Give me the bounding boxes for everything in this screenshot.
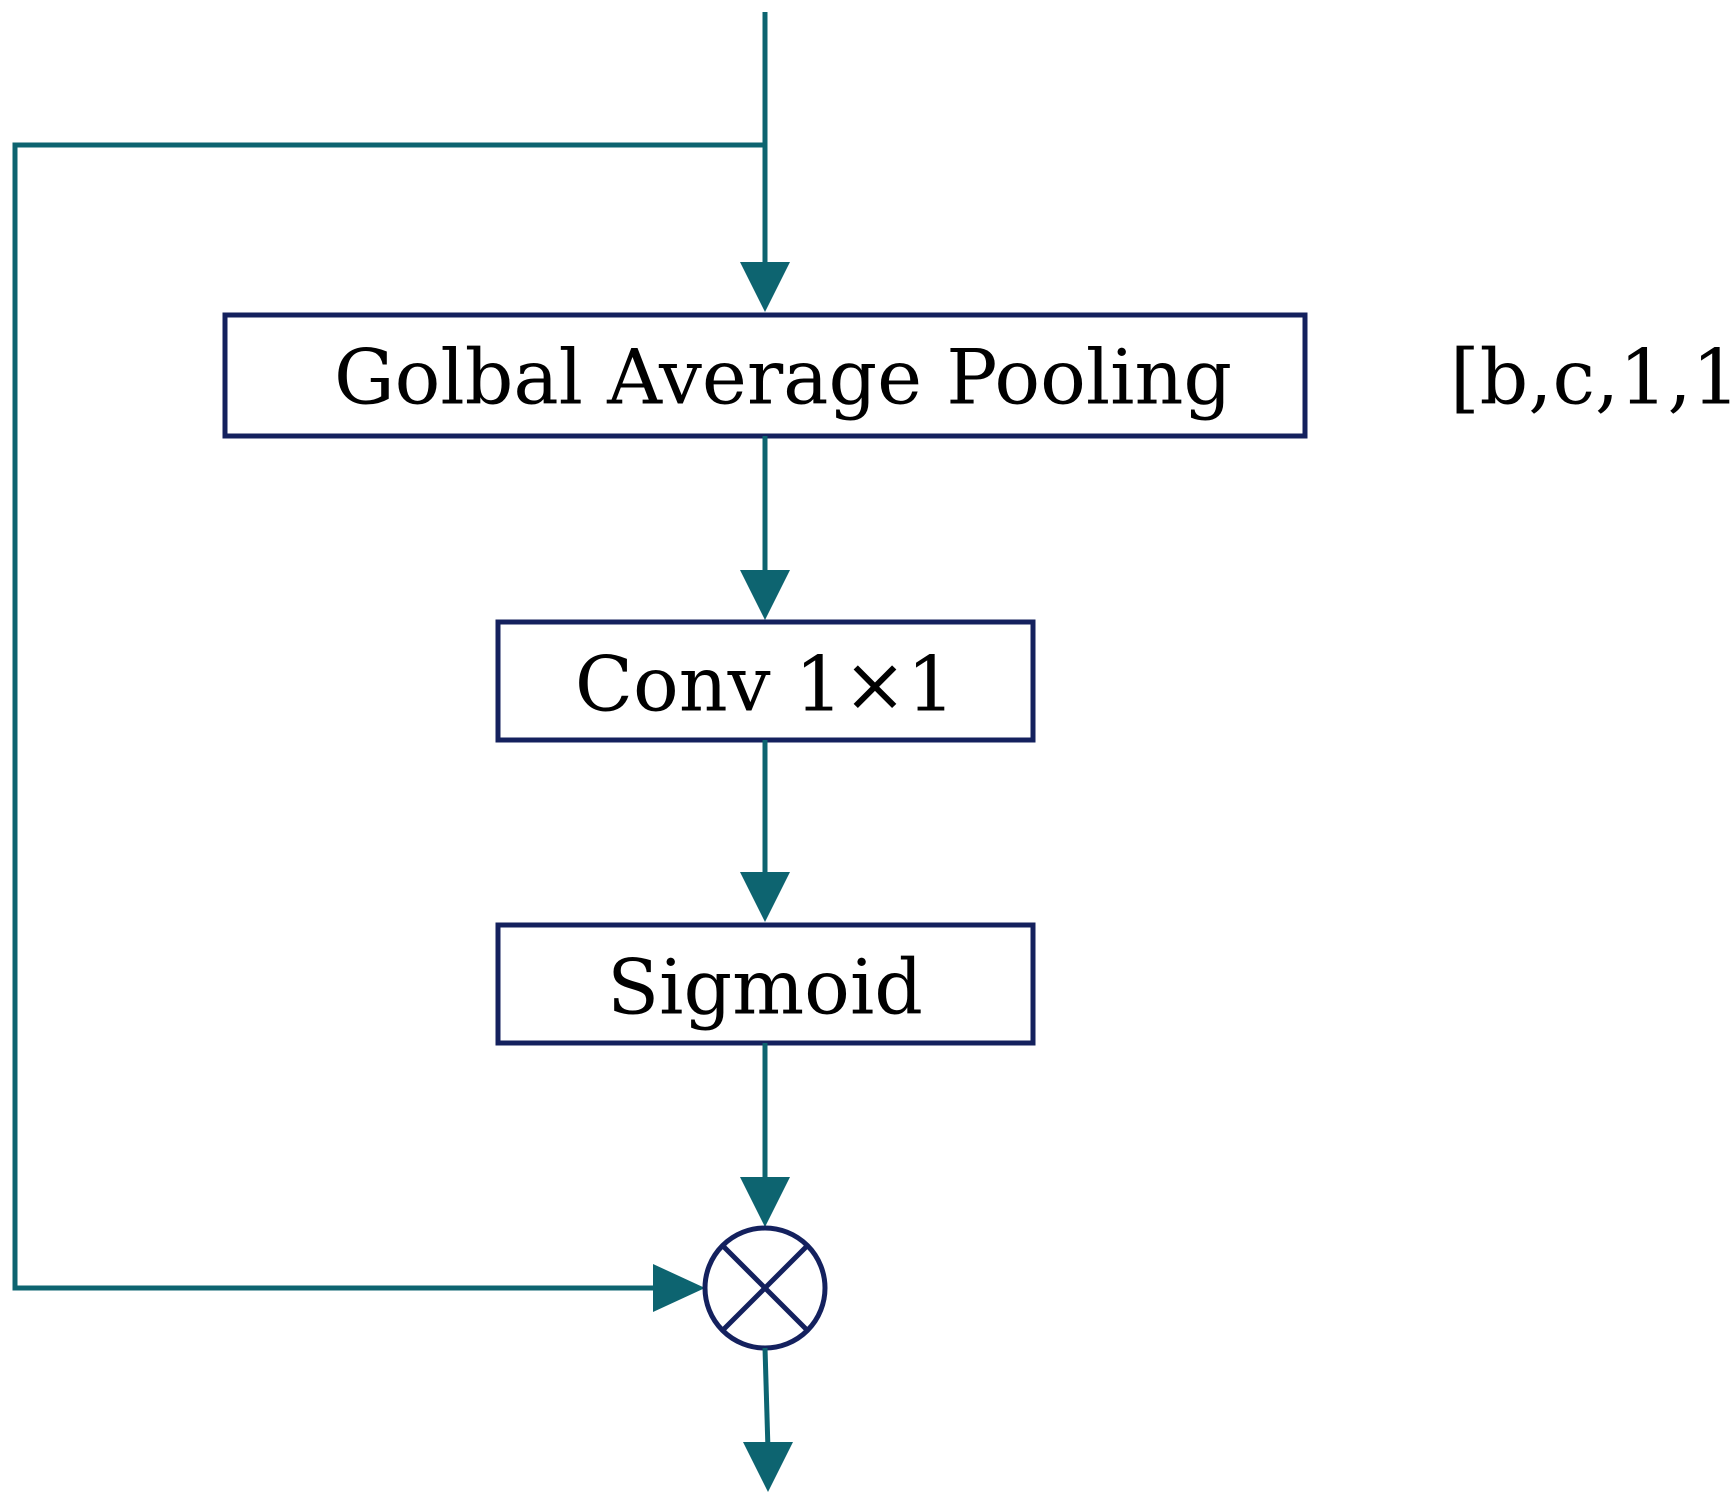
output-line <box>762 1347 771 1451</box>
multiply-icon <box>702 1225 828 1351</box>
sigmoid-box <box>495 922 1036 1046</box>
arrowhead-into-sigmoid <box>740 872 790 922</box>
arrowhead-into-gap <box>740 262 790 312</box>
gap-output-shape: [b,c,1,1] <box>1450 333 1732 422</box>
gap-box <box>222 312 1308 439</box>
arrowhead-into-conv <box>740 570 790 620</box>
gap-node: Golbal Average Pooling <box>222 312 1308 439</box>
conv-label: Conv 1×1 <box>575 640 955 729</box>
sigmoid-label: Sigmoid <box>607 943 923 1032</box>
arrowhead-skip-into-multiply <box>653 1264 705 1312</box>
conv-box <box>495 619 1036 743</box>
arrowhead-output <box>743 1442 793 1492</box>
skip-connection <box>12 142 765 1291</box>
gap-label: Golbal Average Pooling <box>334 333 1232 422</box>
arrowhead-into-multiply <box>740 1177 790 1227</box>
conv-node: Conv 1×1 <box>495 619 1036 743</box>
multiply-cross-b <box>721 1244 809 1332</box>
sigmoid-node: Sigmoid <box>495 922 1036 1046</box>
